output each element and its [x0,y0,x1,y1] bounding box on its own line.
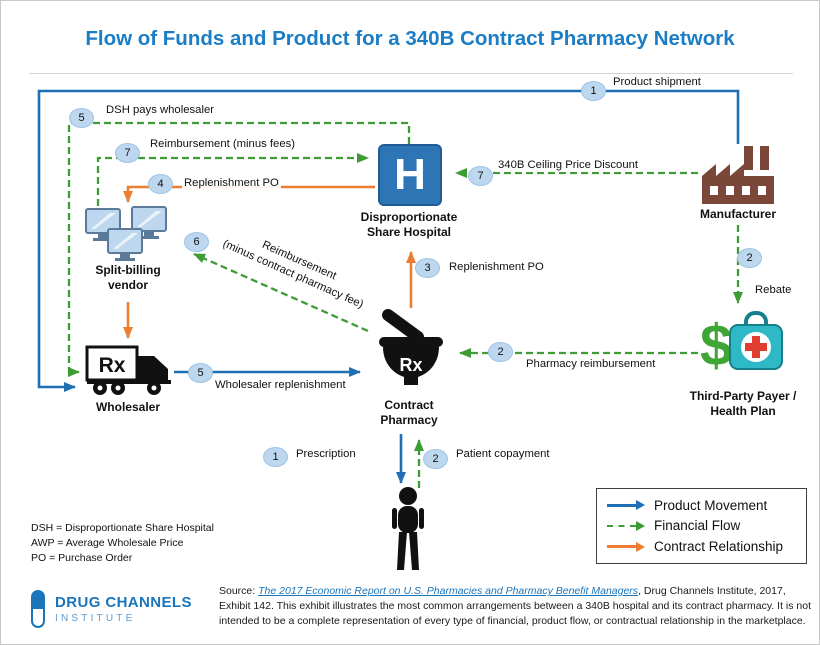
legend-item-product-movement: Product Movement [607,498,796,513]
label-reimbursement-minus-cpf-line2: (minus contract pharmacy fee) [221,237,366,311]
hospital-label-line2: Share Hospital [366,224,452,239]
contract-arrow-icon [607,541,645,552]
manufacturer-label: Manufacturer [699,207,776,221]
badge-patient-copayment: 2 [423,449,448,469]
abbreviations: DSH = Disproportionate Share Hospital AW… [31,521,214,567]
hospital-label-line1: Disproportionate [360,210,458,224]
badge-ceiling-price-discount: 7 [468,166,493,186]
legend-label-product: Product Movement [654,497,768,513]
badge-wholesaler-replenishment: 5 [188,363,213,383]
legend-item-financial-flow: Financial Flow [607,518,796,533]
financial-arrow-icon [607,520,645,531]
wholesaler-label: Wholesaler [95,400,161,414]
badge-pharmacy-reimbursement: 2 [488,342,513,362]
source-link[interactable]: The 2017 Economic Report on U.S. Pharmac… [258,585,639,597]
source-note: Source: The 2017 Economic Report on U.S.… [219,584,811,630]
legend-label-contract: Contract Relationship [654,539,784,555]
badge-reimbursement-minus-fees: 7 [115,143,140,163]
label-product-shipment: Product shipment [611,76,703,89]
third-party-label: Third-Party Payer / Health Plan [678,389,808,418]
truck-rx-text: Rx [99,354,126,377]
label-rebate: Rebate [753,284,794,297]
truck-icon: Rx [85,345,171,395]
hospital-sign-icon: H [378,144,442,206]
contract-pharmacy-label: Contract Pharmacy [359,398,459,427]
abbreviation-awp: AWP = Average Wholesale Price [31,537,184,550]
badge-replenishment-po-hospital: 3 [415,258,440,278]
badge-dsh-pays-wholesaler: 5 [69,108,94,128]
badge-reimbursement-minus-cpf: 6 [184,232,209,252]
label-reimbursement-minus-fees: Reimbursement (minus fees) [148,138,298,151]
dollar-health-plan-icon: $ [700,311,783,378]
mortar-rx-text: Rx [399,355,422,375]
label-dsh-pays-wholesaler: DSH pays wholesaler [104,104,216,117]
computers-icon [85,206,167,261]
third-party-label-line1: Third-Party Payer / [689,389,797,403]
factory-icon [702,146,774,204]
split-billing-label-line1: Split-billing [95,263,161,277]
third-party-label-line2: Health Plan [710,403,776,418]
label-prescription: Prescription [294,448,358,461]
label-wholesaler-replenishment: Wholesaler replenishment [213,379,348,392]
patient-icon [392,487,424,570]
source-prefix: Source: [219,585,259,597]
hospital-letter: H [394,150,426,199]
pill-icon [31,590,45,628]
product-arrow-icon [607,500,645,511]
label-pharmacy-reimbursement: Pharmacy reimbursement [524,358,658,371]
logo-name: DRUG CHANNELS [55,594,192,611]
label-ceiling-price-discount: 340B Ceiling Price Discount [496,159,641,172]
logo-subtitle: INSTITUTE [55,613,136,624]
source-rest: , Drug Channels Institute, 2017, Exhibit… [219,585,811,628]
contract-pharmacy-label-line2: Pharmacy [380,412,438,427]
abbreviation-dsh: DSH = Disproportionate Share Hospital [31,522,214,534]
label-replenishment-po-hospital: Replenishment PO [447,261,546,274]
badge-replenishment-po-vendor: 4 [148,174,173,194]
dollar-sign: $ [700,313,732,378]
legend: Product Movement Financial Flow Contract… [596,488,807,564]
badge-product-shipment: 1 [581,81,606,101]
page-title: Flow of Funds and Product for a 340B Con… [85,27,735,50]
title-divider [29,73,793,74]
legend-label-financial: Financial Flow [654,518,741,534]
abbreviation-po: PO = Purchase Order [31,552,133,565]
badge-rebate: 2 [737,248,762,268]
split-billing-label: Split-billing vendor [78,263,178,292]
legend-item-contract-relationship: Contract Relationship [607,539,796,554]
logo: DRUG CHANNELS INSTITUTE [29,589,192,629]
contract-pharmacy-label-line1: Contract [384,398,434,412]
label-patient-copayment: Patient copayment [454,448,552,461]
badge-prescription: 1 [263,447,288,467]
split-billing-label-line2: vendor [107,277,148,292]
hospital-label: Disproportionate Share Hospital [339,210,479,239]
label-replenishment-po-vendor: Replenishment PO [182,177,281,190]
mortar-pestle-icon: Rx [379,309,443,385]
